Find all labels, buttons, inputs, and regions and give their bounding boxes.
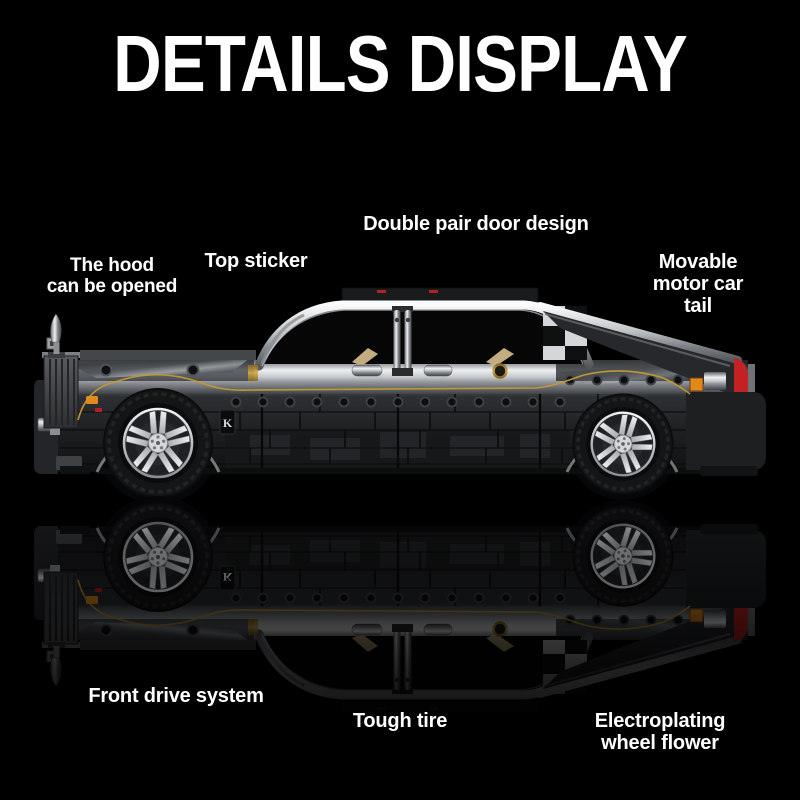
annotation-tire: Tough tire — [352, 710, 448, 732]
front-marker — [86, 396, 98, 404]
annotation-tail: Movable motor car tail — [652, 251, 744, 317]
annotation-top-sticker: Top sticker — [204, 250, 308, 272]
page-title: DETAILS DISPLAY — [113, 19, 687, 108]
grille — [43, 355, 79, 429]
hood-ornament — [48, 313, 65, 358]
car-body: K — [34, 287, 766, 504]
door-panels — [44, 394, 746, 474]
taillight-cluster — [689, 358, 755, 394]
door-handle — [423, 364, 453, 377]
annotation-front-drive: Front drive system — [88, 685, 264, 707]
annotation-hood: The hood can be opened — [46, 255, 178, 297]
gold-medallion — [492, 363, 508, 379]
gold-pinstripe — [77, 370, 691, 421]
car-illustration: K — [0, 287, 800, 740]
rear-deck — [536, 302, 742, 398]
pin-holes — [230, 374, 684, 408]
door-handle — [351, 364, 383, 377]
front-wheel — [104, 389, 212, 497]
front-end — [34, 313, 256, 474]
rear-wheel — [563, 384, 683, 504]
grille-frame — [42, 352, 80, 358]
b-pillar — [393, 310, 401, 372]
chrome-roof-rail — [254, 300, 594, 371]
brand-badge: K — [219, 409, 236, 435]
annotation-wheel-flower: Electroplating wheel flower — [594, 710, 726, 754]
annotation-doors: Double pair door design — [363, 213, 589, 235]
cabin-windows — [254, 287, 594, 376]
rear-bumper — [686, 392, 766, 476]
badge-letter: K — [223, 416, 233, 430]
